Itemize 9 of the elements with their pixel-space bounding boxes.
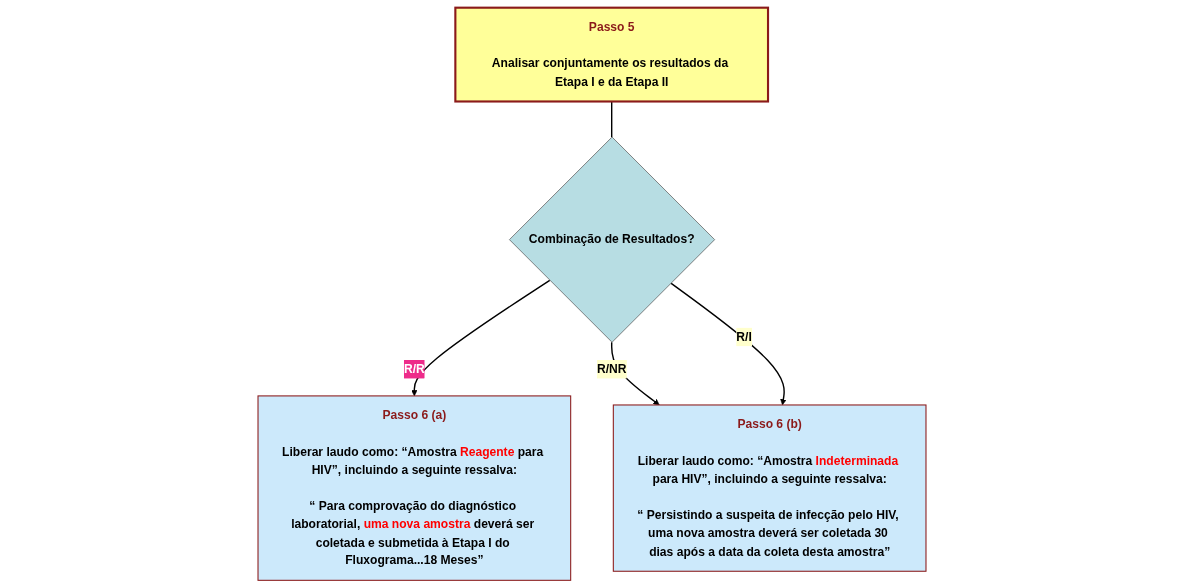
node-box: Passo 5 Analisar conjuntamente os resultados da Etapa I e da Etapa II [454,6,770,103]
edge-label: R/NR [596,362,627,376]
arrow [670,282,787,406]
edge-label: R/I [736,329,752,344]
node-box: Passo 6 (a) Liberar laudo como: “Amostra Reagente para HIV”, incluindo a seguinte ressalva: “ Para comprovação do diagnóstico laboratorial, uma nova amostra deverá ser coletada e submetida à Etapa I do Fluxograma...18 Meses” [257,395,572,581]
edge-label: R/R [403,362,425,376]
node-diamond: Combinação de Resultados? [509,136,716,343]
node-box: Passo 6 (b) Liberar laudo como: “Amostra Indeterminada para HIV”, incluindo a seguinte ressalva: “ Persistindo a suspeita de infecção pelo HIV, uma nova amostra deverá ser coletada 30 dias após a data da coleta desta amostra” [612,404,927,572]
arrow [411,279,551,397]
